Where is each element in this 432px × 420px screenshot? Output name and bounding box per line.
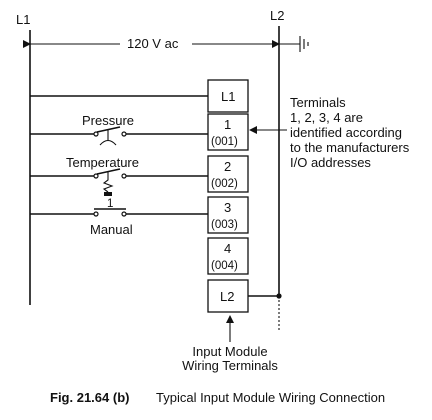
- terminal-4-label: 4: [224, 241, 231, 256]
- module-label-line-1: Input Module: [192, 344, 267, 359]
- note-line-5: I/O addresses: [290, 155, 371, 170]
- terminal-1: [207, 113, 249, 151]
- rail-label-l1: L1: [16, 12, 30, 27]
- terminal-3-address: (003): [211, 219, 238, 231]
- voltage-label-bg: [120, 35, 192, 51]
- terminal-1-label: 1: [224, 117, 231, 132]
- terminal-2-label: 2: [224, 159, 231, 174]
- manual-pushbutton-icon: [30, 208, 208, 217]
- module-label-line-2: Wiring Terminals: [182, 358, 278, 373]
- caption-figure-number: Fig. 21.64 (b): [50, 390, 129, 405]
- rail-label-l2: L2: [270, 8, 284, 23]
- temperature-label: Temperature: [66, 155, 139, 170]
- pressure-label: Pressure: [82, 113, 134, 128]
- terminal-l2-label: L2: [220, 289, 234, 304]
- voltage-label: 120 V ac: [127, 36, 179, 51]
- note-line-1: Terminals: [290, 95, 346, 110]
- terminal-1-address: (001): [211, 136, 238, 148]
- note-line-3: identified according: [290, 125, 402, 140]
- terminal-3: [207, 196, 249, 234]
- terminal-2-address: (002): [211, 178, 238, 190]
- manual-number: 1: [107, 198, 113, 210]
- note-line-4: to the manufacturers: [290, 140, 410, 155]
- terminal-3-label: 3: [224, 200, 231, 215]
- terminal-2: [207, 155, 249, 193]
- junction-dot: [276, 293, 282, 299]
- terminal-strip: L1 1 (001) 2 (002) 3 (003) 4 (004) L2: [207, 79, 249, 313]
- caption-text: Typical Input Module Wiring Connection: [156, 390, 385, 405]
- temperature-switch-icon: [30, 168, 208, 196]
- terminal-4: [207, 237, 249, 275]
- pressure-switch-icon: [30, 126, 208, 146]
- ground-icon: [299, 36, 309, 52]
- terminal-l1-label: L1: [221, 89, 235, 104]
- note-line-2: 1, 2, 3, 4 are: [290, 110, 363, 125]
- terminal-4-address: (004): [211, 260, 238, 272]
- manual-label: Manual: [90, 222, 133, 237]
